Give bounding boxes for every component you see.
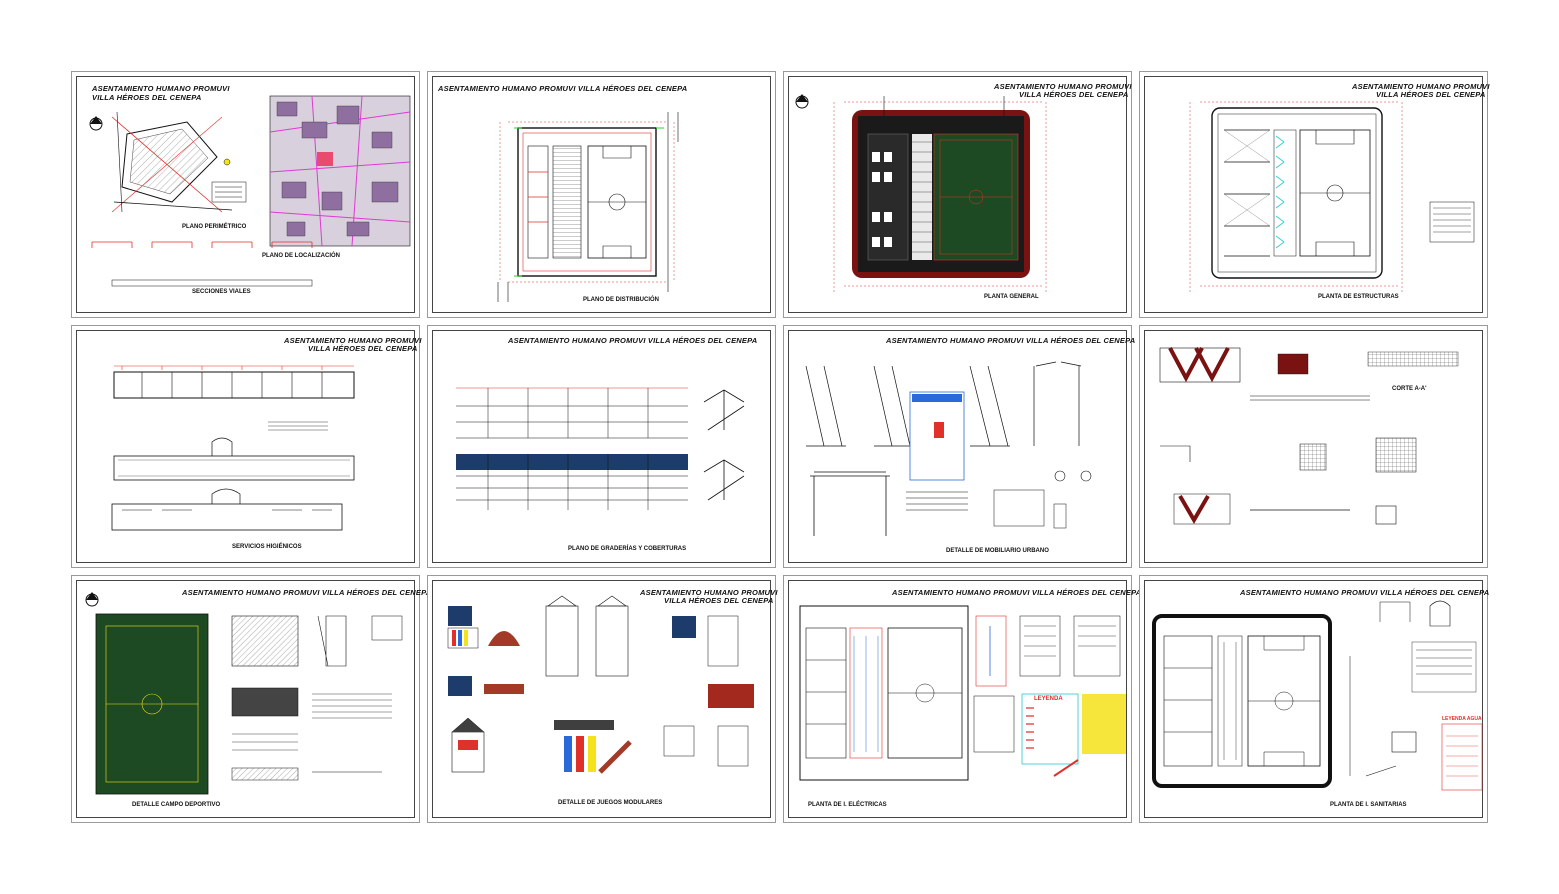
sheet-title: ASENTAMIENTO HUMANO PROMUVI VILLA HÉROES… xyxy=(438,84,688,93)
sheet-structures-plan[interactable]: ASENTAMIENTO HUMANO PROMUVI VILLA HÉROES… xyxy=(1139,71,1490,318)
perimeter-location-drawing xyxy=(89,95,411,287)
label-structures-plan: PLANTA DE ESTRUCTURAS xyxy=(1318,294,1399,300)
structures-plan-drawing xyxy=(1189,101,1475,292)
sheet-perimeter-location-plan[interactable]: ASENTAMIENTO HUMANO PROMUVI VILLA HÉROES… xyxy=(71,71,420,318)
sheet-construction-details[interactable]: CORTE A-A' xyxy=(1139,325,1488,568)
general-plan-drawing xyxy=(795,94,1047,292)
label-section-a-a: CORTE A-A' xyxy=(1392,386,1427,392)
sheet-title-line-1: ASENTAMIENTO HUMANO PROMUVI xyxy=(1352,82,1490,91)
sheet-border xyxy=(1144,330,1483,563)
label-modular-games: DETALLE DE JUEGOS MODULARES xyxy=(558,800,663,806)
construction-details-drawing xyxy=(1159,347,1459,525)
sheet-title-line-2: VILLA HÉROES DEL CENEPA xyxy=(1376,90,1486,99)
sheet-title: ASENTAMIENTO HUMANO PROMUVI VILLA HÉROES… xyxy=(892,588,1142,597)
sheet-title-line-1: ASENTAMIENTO HUMANO PROMUVI xyxy=(284,336,422,345)
sheet-border xyxy=(1144,76,1483,313)
sheet-title-line-2: VILLA HÉROES DEL CENEPA xyxy=(92,93,202,102)
sheet-border xyxy=(788,580,1127,818)
label-location-plan: PLANO DE LOCALIZACIÓN xyxy=(262,253,340,259)
sheet-title-line-1: ASENTAMIENTO HUMANO PROMUVI xyxy=(92,84,230,93)
label-urban-furniture: DETALLE DE MOBILIARIO URBANO xyxy=(946,548,1049,554)
distribution-plan-drawing xyxy=(497,112,679,302)
label-sanitary-plan: PLANTA DE I. SANITARIAS xyxy=(1330,802,1407,808)
sheet-title-line-1: ASENTAMIENTO HUMANO PROMUVI xyxy=(640,588,778,597)
label-general-plan: PLANTA GENERAL xyxy=(984,294,1039,300)
sheet-sanitary-installations[interactable]: ASENTAMIENTO HUMANO PROMUVI VILLA HÉROES… xyxy=(1139,575,1490,823)
sheet-border xyxy=(1144,580,1483,818)
label-electrical-plan: PLANTA DE I. ELÉCTRICAS xyxy=(808,802,887,808)
sheet-title: ASENTAMIENTO HUMANO PROMUVI VILLA HÉROES… xyxy=(182,588,432,597)
sheet-urban-furniture[interactable]: ASENTAMIENTO HUMANO PROMUVI VILLA HÉROES… xyxy=(783,325,1136,568)
label-road-sections: SECCIONES VIALES xyxy=(192,289,251,295)
sheet-title-line-2: VILLA HÉROES DEL CENEPA xyxy=(1019,90,1129,99)
modular-games-drawing xyxy=(447,595,754,774)
sheet-border xyxy=(76,580,415,818)
sheet-general-plan[interactable]: ASENTAMIENTO HUMANO PROMUVI VILLA HÉROES… xyxy=(783,71,1132,318)
label-distribution-plan: PLANO DE DISTRIBUCIÓN xyxy=(583,297,660,303)
sheet-title-line-1: ASENTAMIENTO HUMANO PROMUVI xyxy=(994,82,1132,91)
label-restrooms: SERVICIOS HIGIÉNICOS xyxy=(232,544,302,550)
sheet-border xyxy=(76,76,415,313)
sheet-title-line-2: VILLA HÉROES DEL CENEPA xyxy=(308,344,418,353)
sheet-border xyxy=(432,76,771,313)
sanitary-plan-drawing xyxy=(1152,600,1483,791)
sheet-border xyxy=(432,330,771,563)
sheet-electrical-installations[interactable]: ASENTAMIENTO HUMANO PROMUVI VILLA HÉROES… xyxy=(783,575,1141,823)
restrooms-drawing xyxy=(111,365,355,531)
sheet-border xyxy=(432,580,771,818)
sheet-sports-field-detail[interactable]: ASENTAMIENTO HUMANO PROMUVI VILLA HÉROES… xyxy=(71,575,431,823)
sheet-distribution-plan[interactable]: ASENTAMIENTO HUMANO PROMUVI VILLA HÉROES… xyxy=(427,71,776,318)
sheet-border xyxy=(788,76,1127,313)
sports-field-drawing xyxy=(85,592,403,795)
electrical-plan-drawing xyxy=(799,605,1126,781)
sheet-title-line-2: VILLA HÉROES DEL CENEPA xyxy=(664,596,774,605)
label-electrical-legend: LEYENDA xyxy=(1034,696,1063,702)
label-water-legend: LEYENDA AGUA xyxy=(1442,716,1482,722)
label-sports-field: DETALLE CAMPO DEPORTIVO xyxy=(132,802,221,808)
sheet-border xyxy=(76,330,415,563)
sheet-title: ASENTAMIENTO HUMANO PROMUVI VILLA HÉROES… xyxy=(508,336,758,345)
sheet-bleachers-roofs[interactable]: ASENTAMIENTO HUMANO PROMUVI VILLA HÉROES… xyxy=(427,325,776,568)
sheet-title: ASENTAMIENTO HUMANO PROMUVI VILLA HÉROES… xyxy=(886,336,1136,345)
sheet-restrooms[interactable]: ASENTAMIENTO HUMANO PROMUVI VILLA HÉROES… xyxy=(71,325,422,568)
label-perimeter-plan: PLANO PERIMÉTRICO xyxy=(182,224,247,230)
label-bleachers-roofs: PLANO DE GRADERÍAS Y COBERTURAS xyxy=(568,546,687,552)
sheet-title: ASENTAMIENTO HUMANO PROMUVI VILLA HÉROES… xyxy=(1240,588,1490,597)
sheet-border xyxy=(788,330,1127,563)
bleachers-roofs-drawing xyxy=(456,387,745,510)
sheet-modular-games[interactable]: ASENTAMIENTO HUMANO PROMUVI VILLA HÉROES… xyxy=(427,575,778,823)
urban-furniture-drawing xyxy=(805,361,1092,536)
